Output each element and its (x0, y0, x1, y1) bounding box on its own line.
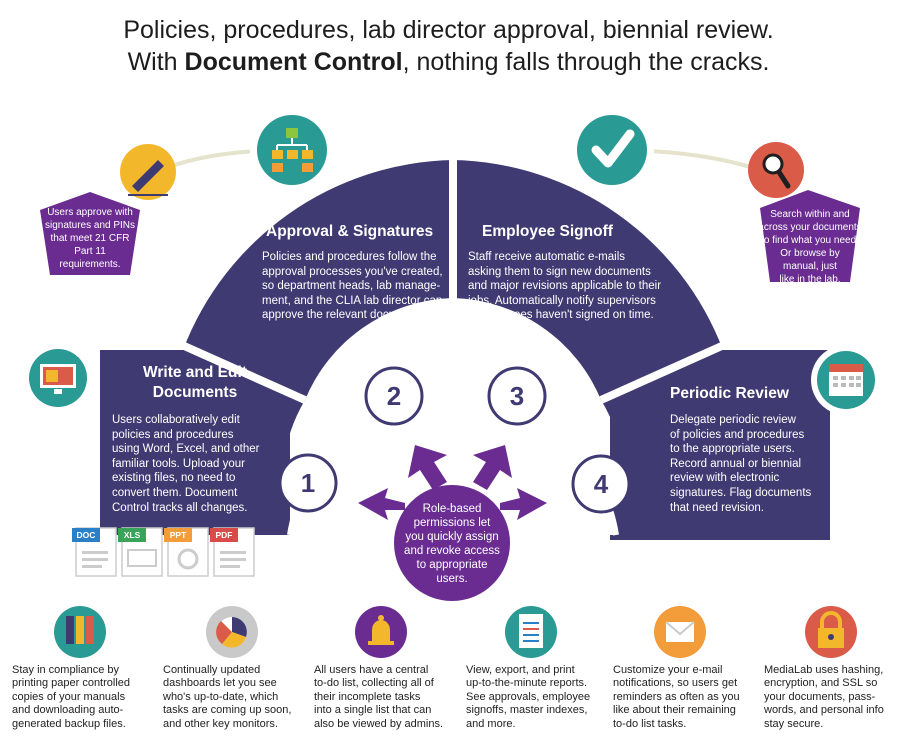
number-circle-2 (364, 366, 424, 426)
step-number-1: 1 (300, 468, 316, 498)
number-circle-4 (571, 454, 631, 514)
file-label-doc: DOC (76, 530, 96, 540)
pie-chart-icon (206, 606, 258, 658)
checkmark-icon (577, 115, 647, 185)
separator-left (180, 341, 307, 404)
permission-arrows (358, 445, 547, 520)
segment-approval (183, 160, 453, 400)
file-icons (72, 527, 255, 577)
number-circle-3 (487, 366, 547, 426)
envelope-icon (654, 606, 706, 658)
pentagon-right (760, 190, 860, 282)
segment-signoff (453, 160, 723, 400)
pentagon-left (40, 192, 140, 275)
step-number-4: 4 (593, 469, 609, 499)
step-number-3: 3 (509, 381, 525, 411)
segment-review-wedge (601, 350, 830, 540)
report-icon (505, 606, 557, 658)
segment-write-wedge (100, 350, 305, 535)
section-2-title: Approval & Signatures (266, 223, 434, 240)
center-circle (394, 485, 510, 601)
separator-right (599, 341, 726, 404)
file-label-ppt: PPT (169, 530, 187, 540)
lock-icon (805, 606, 857, 658)
product-name: Document Control (184, 48, 403, 76)
number-circle-1 (278, 453, 338, 513)
bell-icon (355, 606, 407, 658)
headline-line-2: With Document Control, nothing falls thr… (127, 48, 770, 76)
section-4-title: Periodic Review (670, 385, 789, 402)
feature-security: MediaLab uses hashing,encryption, and SS… (764, 664, 884, 730)
file-label-xls: XLS (123, 530, 141, 540)
binders-icon (54, 606, 106, 658)
file-label-pdf: PDF (215, 530, 233, 540)
headline-line-1: Policies, procedures, lab director appro… (123, 16, 774, 44)
section-3-title: Employee Signoff (482, 223, 613, 240)
step-number-2: 2 (386, 381, 402, 411)
